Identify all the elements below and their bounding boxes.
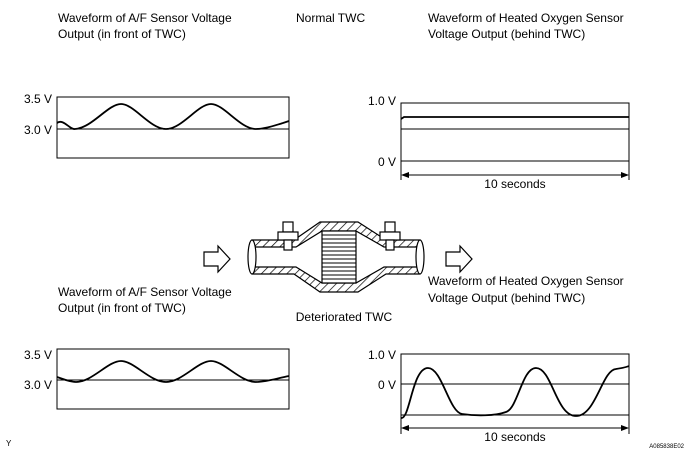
deteriorated-twc-title: Deteriorated TWC	[296, 310, 393, 324]
ho2-sensor-icon	[379, 221, 401, 251]
ho2-normal-graph: 1.0 V 0 V 10 seconds	[368, 94, 630, 191]
ho2-deteriorated-duration: 10 seconds	[484, 430, 545, 444]
ho2-deteriorated-graph: 1.0 V 0 V 10 seconds	[368, 348, 630, 444]
ho2-normal-label-line1: Waveform of Heated Oxygen Sensor	[428, 11, 624, 25]
af-deteriorated-tick-high: 3.5 V	[24, 348, 52, 362]
ho2-normal-waveform	[400, 116, 629, 120]
figure-code: A085838E02	[649, 444, 684, 450]
af-normal-tick-high: 3.5 V	[24, 92, 52, 106]
ho2-deteriorated-label-line1: Waveform of Heated Oxygen Sensor	[428, 274, 624, 288]
outlet-arrow-icon	[445, 244, 473, 274]
af-normal-waveform	[56, 103, 290, 130]
af-deteriorated-label-line2: Output (in front of TWC)	[58, 301, 186, 315]
af-normal-tick-low: 3.0 V	[24, 123, 52, 137]
af-normal-label-line2: Output (in front of TWC)	[58, 27, 186, 41]
ho2-deteriorated-tick-low: 0 V	[378, 378, 396, 392]
inlet-arrow-icon	[203, 244, 231, 274]
af-deteriorated-tick-low: 3.0 V	[24, 378, 52, 392]
ho2-normal-label-line2: Voltage Output (behind TWC)	[428, 27, 585, 41]
af-sensor-icon	[277, 221, 299, 251]
af-normal-graph: 3.5 V 3.0 V	[24, 92, 290, 159]
af-normal-label-line1: Waveform of A/F Sensor Voltage	[58, 11, 232, 25]
af-deteriorated-label-line1: Waveform of A/F Sensor Voltage	[58, 285, 232, 299]
twc-converter-illustration	[203, 221, 473, 293]
normal-twc-title: Normal TWC	[296, 11, 365, 25]
ho2-deteriorated-waveform	[400, 365, 630, 419]
ho2-deteriorated-label-line2: Voltage Output (behind TWC)	[428, 291, 585, 305]
ho2-normal-duration: 10 seconds	[484, 177, 545, 191]
ho2-deteriorated-tick-high: 1.0 V	[368, 348, 396, 362]
af-deteriorated-waveform	[56, 360, 290, 383]
af-deteriorated-graph: 3.5 V 3.0 V	[24, 348, 290, 410]
ho2-normal-tick-low: 0 V	[378, 155, 396, 169]
ho2-normal-tick-high: 1.0 V	[368, 94, 396, 108]
corner-label-left: Y	[6, 439, 12, 448]
